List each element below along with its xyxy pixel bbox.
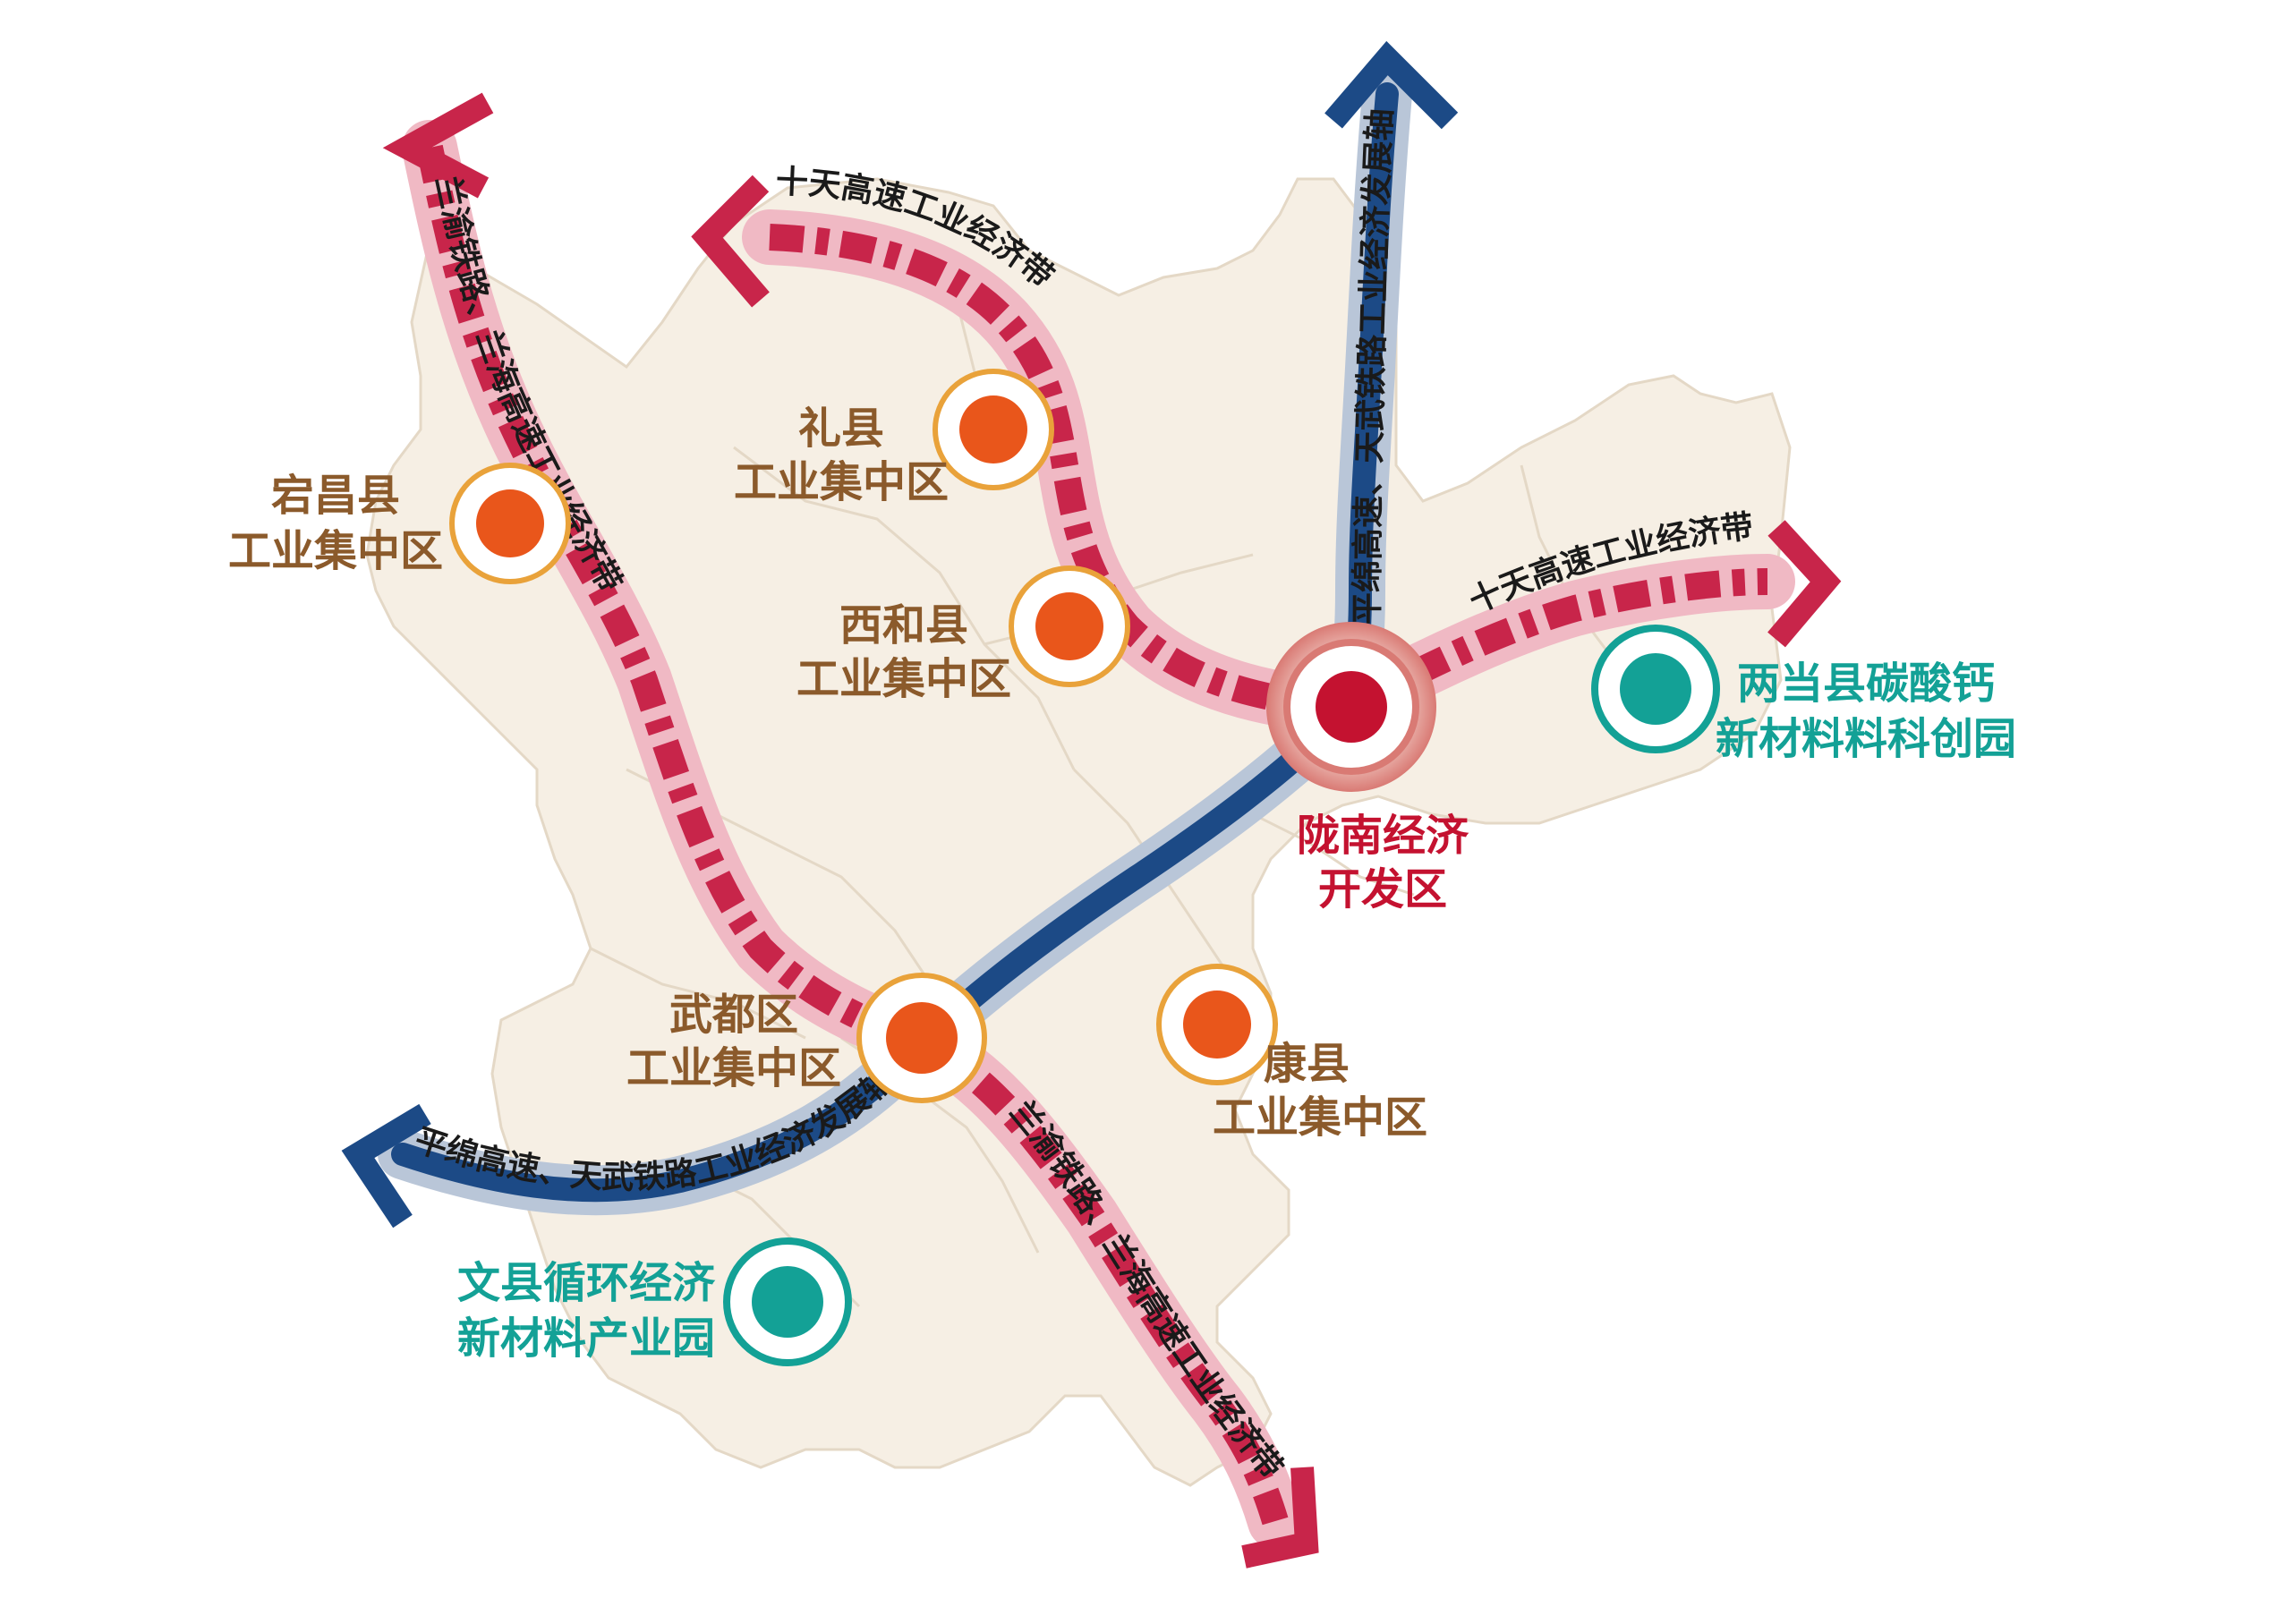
xihe-label-2: 工业集中区	[796, 654, 1011, 704]
liangdang-label-1: 两当县碳酸钙	[1737, 659, 1995, 709]
longnan-label-2: 开发区	[1318, 864, 1447, 914]
dangchang-marker	[449, 463, 571, 584]
lixian-label-1: 礼县	[798, 404, 884, 454]
lixian-label-2: 工业集中区	[734, 457, 949, 507]
dangchang-label-1: 宕昌县	[271, 471, 400, 521]
lanyu-north-belt-line	[416, 144, 927, 1056]
liangdang-marker	[1591, 625, 1720, 753]
dangchang-label-2: 工业集中区	[228, 526, 443, 576]
arrow-north-pingmian	[1324, 40, 1459, 130]
arrow-south-lanyu	[1241, 1467, 1319, 1569]
arrow-northwest-lanyu	[382, 92, 494, 199]
xihe-marker	[1009, 565, 1130, 687]
arrow-north-shitian	[691, 174, 770, 308]
arrow-east-shitian	[1767, 520, 1842, 648]
kangxian-label-2: 工业集中区	[1213, 1093, 1427, 1143]
xihe-label-1: 西和县	[839, 600, 968, 650]
longnan-core-marker	[1266, 622, 1436, 792]
wudu-label-2: 工业集中区	[626, 1043, 841, 1093]
corridor-arrows	[341, 40, 1842, 1569]
kangxian-label-1: 康县	[1264, 1039, 1350, 1089]
wenxian-label-1: 文县循环经济	[457, 1258, 716, 1308]
wenxian-label-2: 新材料产业园	[457, 1314, 715, 1364]
liangdang-label-2: 新材料料科创园	[1716, 714, 2016, 764]
longnan-label-1: 陇南经济	[1297, 811, 1469, 861]
zone-labels: 宕昌县 工业集中区 礼县 工业集中区 西和县 工业集中区 武都区 工业集中区 康…	[228, 404, 2016, 1364]
wudu-label-1: 武都区	[669, 990, 798, 1040]
shitian-west-belt-line	[769, 224, 1352, 720]
lixian-marker	[933, 369, 1054, 490]
lanyu-south-belt-line	[916, 1030, 1289, 1526]
kangxian-marker	[1156, 964, 1278, 1085]
wudu-marker	[856, 973, 987, 1103]
wenxian-marker	[723, 1237, 852, 1366]
zone-markers	[449, 369, 1720, 1366]
arrow-southwest-pingmian	[341, 1103, 431, 1229]
